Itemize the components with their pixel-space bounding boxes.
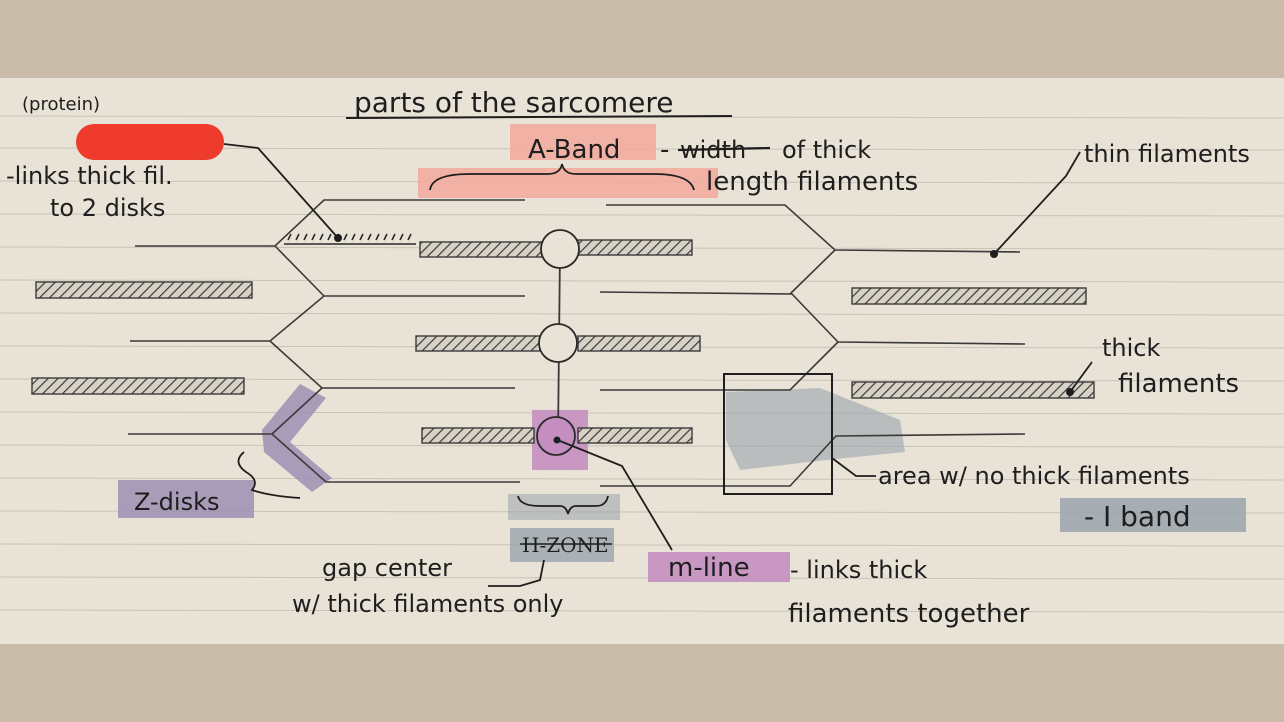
a-band-desc-line2: length filaments [706, 167, 918, 197]
h-zone-label: H-ZONE [522, 533, 609, 557]
a-band-desc-line1: of thick [782, 136, 871, 164]
thick-filament [577, 427, 693, 444]
m-line-desc-line2: filaments together [788, 599, 1030, 629]
m-line-leader [559, 440, 673, 551]
protein-label: (protein) [22, 94, 100, 115]
thick-filaments-label-line2: filaments [1118, 369, 1239, 399]
thick-filaments-leader-dot [1066, 388, 1074, 396]
thick-filament [851, 381, 1095, 399]
h-zone-highlight [510, 528, 614, 562]
z-disks-label: Z-disks [134, 488, 220, 516]
m-line-node [538, 323, 578, 363]
m-line-node [536, 416, 576, 456]
diagram-title: parts of the sarcomere [354, 86, 673, 119]
title-underline [345, 115, 733, 119]
thin-filament-lines [128, 199, 1026, 487]
protein-desc-line1: -links thick fil. [6, 162, 173, 190]
thin-filaments-label: thin filaments [1084, 140, 1250, 168]
thick-filament [415, 335, 541, 352]
h-zone-leader [488, 559, 545, 587]
protein-leader-dot [334, 234, 342, 242]
i-band-highlight [1060, 498, 1246, 532]
thick-filament [851, 287, 1087, 305]
protein-strand [284, 233, 416, 245]
m-line-dot [553, 436, 561, 444]
a-band-label: A-Band [528, 135, 620, 165]
h-zone-bracket [517, 495, 609, 515]
i-band-box [723, 373, 833, 495]
protein-desc-line2: to 2 disks [50, 194, 165, 222]
m-line-label: m-line [668, 553, 750, 583]
z-disks-bracket [237, 451, 301, 499]
leader-lines [223, 143, 1093, 587]
thick-filament [421, 427, 535, 444]
thin-filaments-leader-dot [990, 250, 998, 258]
i-band-label: - I band [1084, 500, 1191, 533]
thick-filaments [31, 239, 1095, 444]
strikethrough [677, 146, 771, 152]
thick-filament [419, 241, 543, 258]
i-band-box-highlight [726, 388, 905, 470]
h-zone-desc-line1: gap center [322, 554, 452, 582]
thick-filaments-label-line1: thick [1102, 334, 1160, 362]
i-band-desc: area w/ no thick filaments [878, 462, 1190, 490]
a-band-highlight [510, 124, 656, 160]
m-line-node [540, 229, 580, 269]
i-band-leader [831, 457, 876, 477]
h-zone-desc-line2: w/ thick filaments only [292, 590, 564, 618]
m-line-highlight [648, 552, 790, 582]
thick-filament [577, 239, 693, 256]
protein-leader [223, 143, 339, 239]
thick-filament [31, 377, 245, 395]
thick-filament [35, 281, 253, 299]
thick-filament [577, 335, 701, 352]
redacted-protein-name [76, 124, 224, 160]
a-band-bracket [429, 163, 695, 191]
thin-filaments-leader [993, 151, 1081, 255]
thick-filaments-leader [1069, 361, 1093, 393]
z-disk-highlight-stroke [262, 384, 332, 492]
z-disks-highlight [118, 480, 254, 518]
m-line-desc-line1: - links thick [790, 556, 927, 584]
a-band-dash: - [660, 135, 669, 165]
